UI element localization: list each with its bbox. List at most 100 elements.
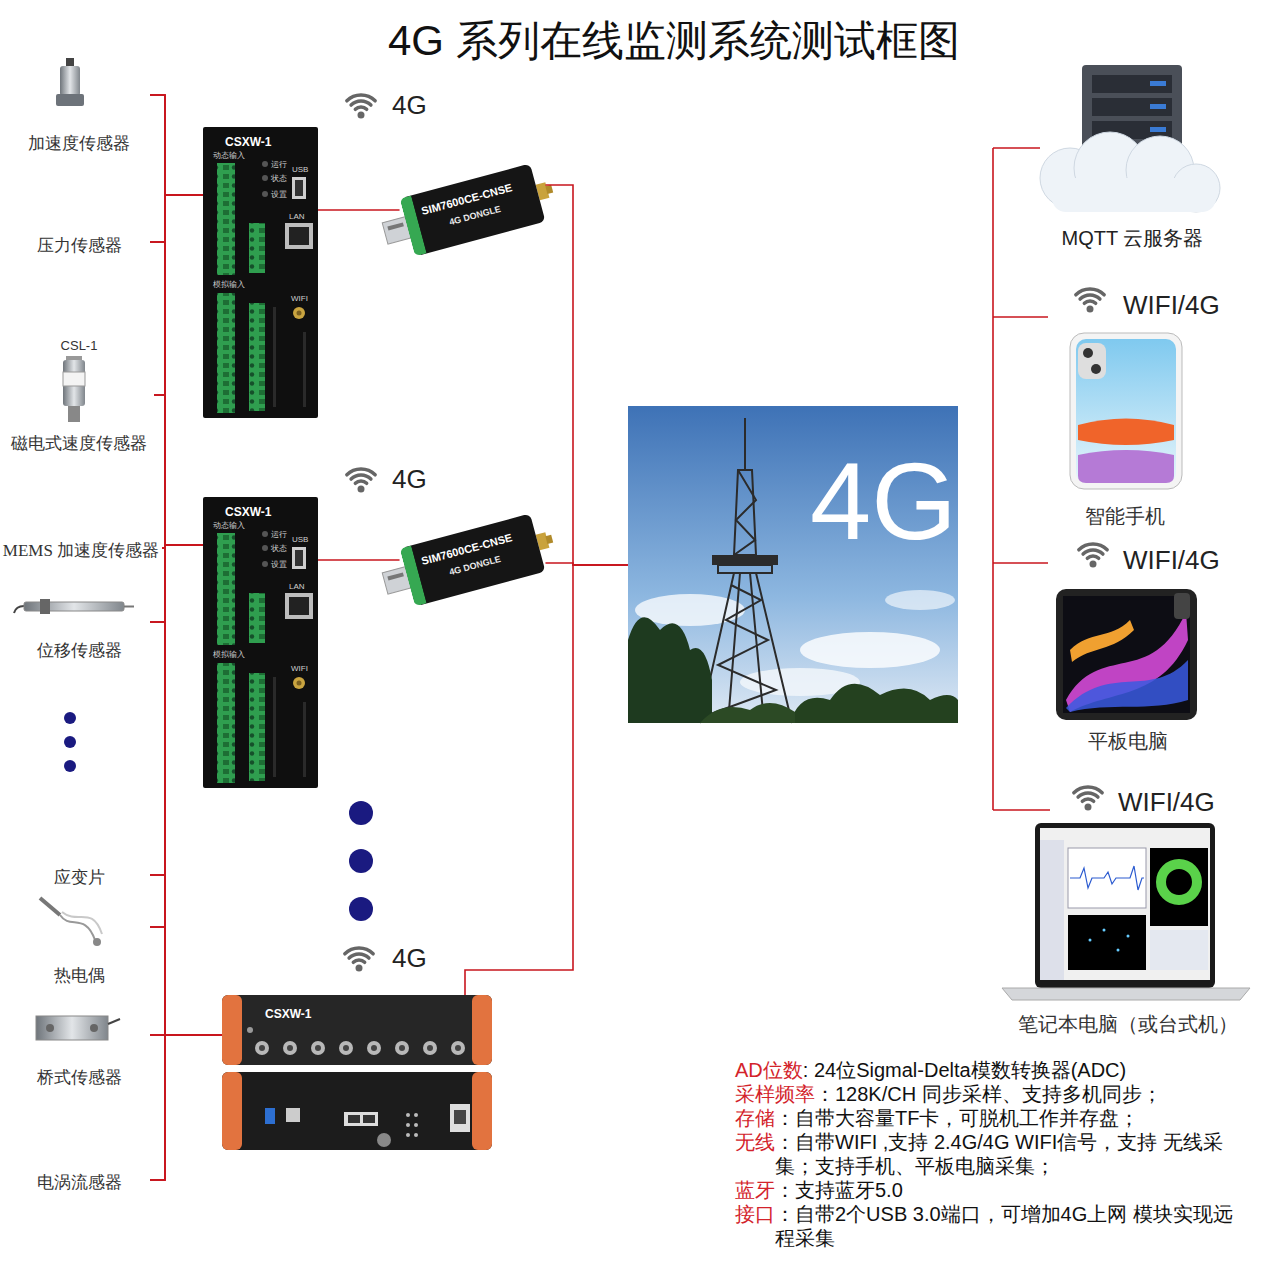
device-box [255,1041,269,1055]
connector [150,927,222,1035]
connector [162,548,222,1035]
node-label: CSXW-1 [225,135,271,149]
client-bracket [992,148,994,810]
wifi-icon [1076,289,1104,312]
device-box [423,1041,437,1055]
connector [150,195,203,927]
sensor: 加速度传感器 [8,62,150,154]
tower-photo [628,406,958,723]
speed-sensor-icon [63,360,85,406]
device-box [344,1112,378,1126]
tablet-icon [1070,620,1134,662]
dongle-plug [545,185,553,194]
tower-photo [718,565,772,573]
tower-photo [800,632,940,668]
title: 4G 系列在线监测系统测试框图 [388,16,960,66]
device-box [311,1041,325,1055]
connector [150,195,203,875]
wifi-icon [347,95,375,118]
node-label: 模拟输入 [213,280,245,289]
node-label: 智能手机 [1085,504,1165,528]
tablet-icon [1056,589,1197,720]
connector [150,95,203,545]
wifi-icon [1079,544,1107,567]
cloud-server-icon [1092,98,1172,116]
node-label: CSXW-1 [265,1007,311,1021]
sensor: 压力传感器 [8,228,150,256]
tower-photo [700,573,792,723]
connector [318,209,400,211]
spec-key: 接口 [735,1202,775,1250]
device-box [367,1041,381,1055]
tablet-icon [1056,589,1197,720]
node-label: 平板电脑 [1088,729,1168,753]
node-label: LAN [289,212,305,221]
sensor: 位移传感器 [8,595,150,661]
connector [150,875,222,1035]
device-panel [203,497,318,788]
phone-icon [1078,343,1106,379]
device-box [399,1045,405,1051]
node-label: 动态输入 [213,521,245,530]
client-bracket [993,562,1048,564]
smartphone: 智能手机 [1060,330,1190,528]
tower-photo [708,585,776,715]
node-label: 4G [810,446,957,556]
tower-photo [700,418,792,723]
load-cell-icon [36,1016,120,1040]
connector [150,95,222,1035]
node-label: 状态 [271,544,287,553]
device-box [451,1041,465,1055]
accelerometer-icon [60,66,80,96]
ellipsis-dots [349,849,373,873]
thermocouple-icon [93,938,101,946]
device-box [247,1027,253,1033]
connector [154,395,203,545]
connector [154,195,203,395]
device-box [222,1072,492,1150]
cloud-server-icon [1150,127,1166,132]
device-box [414,1123,418,1127]
device-box [283,1041,297,1055]
node-label: 模拟输入 [213,650,245,659]
device-box [406,1113,410,1117]
device-box [287,1045,293,1051]
sensor: MEMS 加速度传感器 [0,535,162,561]
connector [150,242,222,1035]
node-label: 状态 [271,174,287,183]
load-cell-icon [36,1016,108,1040]
sensor: 电涡流感器 [8,1167,150,1193]
laptop-icon [1089,939,1092,942]
node-label: 位移传感器 [37,641,122,661]
node-label: LAN [289,582,305,591]
connector [150,545,203,1035]
tablet-icon [1066,612,1188,712]
connector [150,545,203,1180]
device-box [371,1045,377,1051]
device-box [222,995,492,1065]
speed-sensor-icon [68,406,80,422]
dongle-plug [387,222,403,230]
displacement-sensor-icon [14,606,24,613]
node-label: 桥式传感器 [37,1068,122,1088]
node-label: 磁电式速度传感器 [11,434,147,454]
thermocouple-icon [40,898,102,946]
connector [150,545,203,927]
tower-photo [734,470,756,555]
spec-row: 存储：自带大容量TF卡，可脱机工作并存盘； [735,1106,1245,1130]
phone-icon [1083,348,1093,358]
signal-label: 4G [392,943,427,973]
device-box [222,1072,242,1150]
laptop-icon [1068,848,1146,908]
sensor: CSL-1磁电式速度传感器 [4,338,154,454]
signal-label: WIFI/4G [1118,787,1215,817]
node-label: 热电偶 [54,966,105,986]
dongle-plug [545,535,553,544]
node-label: 笔记本电脑（或台式机） [1018,1012,1238,1036]
4g-dongle: SIM7600CE-CNSE4G DONGLE [400,514,546,607]
spec-row: 无线：自带WIFI ,支持 2.4G/4G WIFI信号，支持 无线采集；支持手… [735,1130,1245,1178]
node-label: WIFI [291,294,308,303]
tower-photo [744,418,746,470]
acquisition-unit: CSXW-1 [222,995,492,1152]
